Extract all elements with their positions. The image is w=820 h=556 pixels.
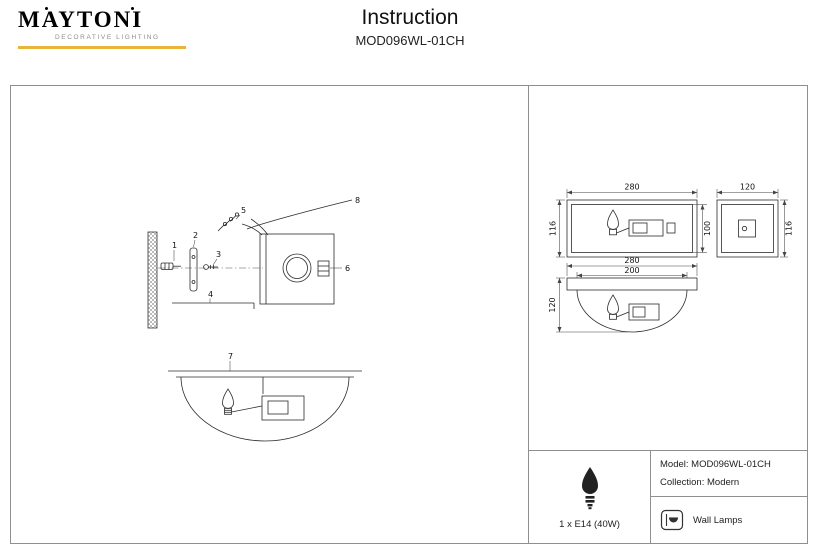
product-meta-cell: Model: MOD096WL-01CH Collection: Modern … bbox=[651, 451, 807, 543]
dim-side-width: 120 bbox=[716, 183, 779, 198]
dim-label-116-right: 116 bbox=[785, 221, 794, 236]
brand-name: MAYTONI bbox=[18, 7, 144, 32]
assembly-diagram: 1 2 3 4 bbox=[147, 196, 362, 442]
spec-panel: 280 116 100 bbox=[528, 86, 807, 543]
dim-label-120-front: 120 bbox=[548, 297, 557, 312]
bulb-spec-label: 1 x E14 (40W) bbox=[559, 518, 620, 530]
drawing-side-view bbox=[716, 199, 779, 258]
drawing-top-view bbox=[566, 199, 698, 258]
page-title: Instruction bbox=[361, 6, 459, 29]
canopy-plate bbox=[241, 218, 335, 305]
dim-front-inner-width: 200 bbox=[576, 266, 688, 278]
category-row: Wall Lamps bbox=[651, 497, 807, 543]
part-bracket bbox=[189, 247, 198, 292]
part-label-6: 6 bbox=[345, 264, 350, 273]
part-label-7: 7 bbox=[228, 352, 233, 361]
dim-label-280-front: 280 bbox=[624, 256, 639, 265]
dim-top-width: 280 bbox=[566, 183, 698, 198]
brand-accent-line bbox=[18, 46, 186, 49]
part-label-2: 2 bbox=[193, 231, 198, 240]
power-cable bbox=[246, 199, 353, 230]
collection-label: Collection: Modern bbox=[660, 477, 740, 488]
leader-3 bbox=[212, 258, 218, 266]
part-label-3: 3 bbox=[216, 250, 221, 259]
part-anchor bbox=[160, 262, 181, 270]
dimension-drawings: 280 116 100 bbox=[548, 183, 794, 333]
part-glass-edge bbox=[172, 302, 255, 309]
leader-2 bbox=[193, 239, 196, 248]
part-label-1: 1 bbox=[172, 241, 177, 250]
dim-side-height: 116 bbox=[780, 199, 794, 258]
part-label-8: 8 bbox=[355, 196, 360, 205]
dim-label-280-top: 280 bbox=[624, 183, 639, 192]
dim-front-height: 120 bbox=[548, 277, 628, 333]
bulb-spec-cell: 1 x E14 (40W) bbox=[529, 451, 651, 543]
dim-label-116-left: 116 bbox=[549, 221, 558, 236]
dim-top-height: 116 bbox=[549, 199, 565, 258]
model-label: Model: MOD096WL-01CH bbox=[660, 459, 771, 470]
part-label-5: 5 bbox=[241, 206, 246, 215]
dim-label-100: 100 bbox=[703, 221, 712, 236]
brand-logo: MAYTONI DECORATIVE LIGHTING bbox=[18, 7, 190, 51]
dim-label-200: 200 bbox=[624, 266, 639, 275]
dim-top-inner: 100 bbox=[692, 204, 712, 253]
part-terminal-block bbox=[317, 260, 330, 277]
wall-section bbox=[147, 231, 158, 329]
dim-front-width: 280 bbox=[566, 256, 698, 276]
product-meta: Model: MOD096WL-01CH Collection: Modern bbox=[651, 451, 807, 497]
model-code: MOD096WL-01CH bbox=[355, 33, 465, 48]
category-label: Wall Lamps bbox=[693, 514, 743, 526]
drawing-front-view bbox=[566, 277, 698, 333]
diffuser-drawing bbox=[168, 370, 362, 442]
leader-5 bbox=[235, 214, 241, 220]
dim-label-120-top: 120 bbox=[740, 183, 755, 192]
product-info-box: 1 x E14 (40W) Model: MOD096WL-01CH Colle… bbox=[529, 450, 807, 543]
part-label-4: 4 bbox=[208, 290, 213, 299]
brand-tagline: DECORATIVE LIGHTING bbox=[55, 34, 160, 41]
part-screw bbox=[203, 264, 218, 270]
wall-lamp-icon bbox=[660, 509, 684, 531]
content-frame: 1 2 3 4 bbox=[10, 85, 808, 544]
part-screws-small bbox=[217, 212, 239, 232]
brand-dot-i-icon bbox=[131, 7, 134, 10]
brand-dot-a-icon bbox=[45, 7, 48, 10]
bulb-icon bbox=[581, 466, 598, 509]
